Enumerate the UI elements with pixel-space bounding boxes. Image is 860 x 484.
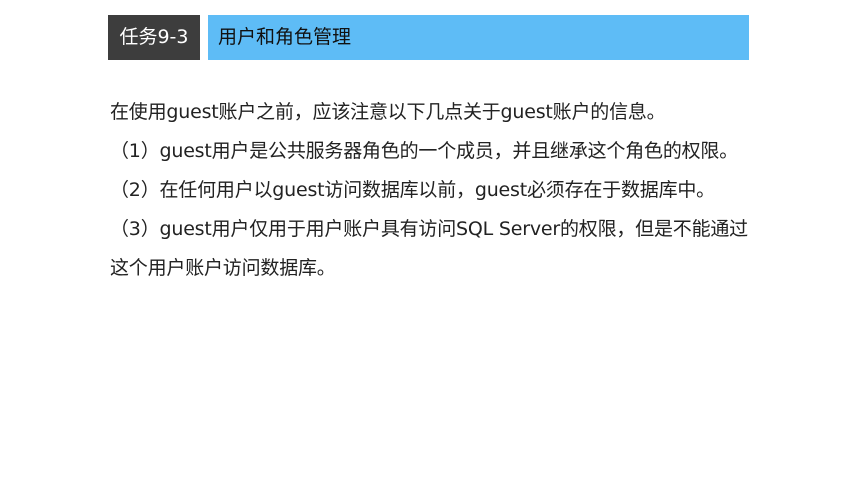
task-title: 用户和角色管理	[218, 26, 352, 48]
point-3-paragraph: （3）guest用户仅用于用户账户具有访问SQL Server的权限，但是不能通…	[110, 218, 748, 279]
slide-body: 在使用guest账户之前，应该注意以下几点关于guest账户的信息。 （1）gu…	[110, 93, 750, 288]
point-2-paragraph: （2）在任何用户以guest访问数据库以前，guest必须存在于数据库中。	[110, 179, 715, 201]
intro-paragraph: 在使用guest账户之前，应该注意以下几点关于guest账户的信息。	[110, 101, 666, 123]
task-number-badge: 任务9-3	[108, 15, 200, 60]
task-title-bar: 用户和角色管理	[208, 15, 749, 60]
task-number-label: 任务9-3	[119, 26, 189, 48]
slide-header: 任务9-3 用户和角色管理	[108, 15, 749, 60]
point-1-paragraph: （1）guest用户是公共服务器角色的一个成员，并且继承这个角色的权限。	[110, 140, 739, 162]
